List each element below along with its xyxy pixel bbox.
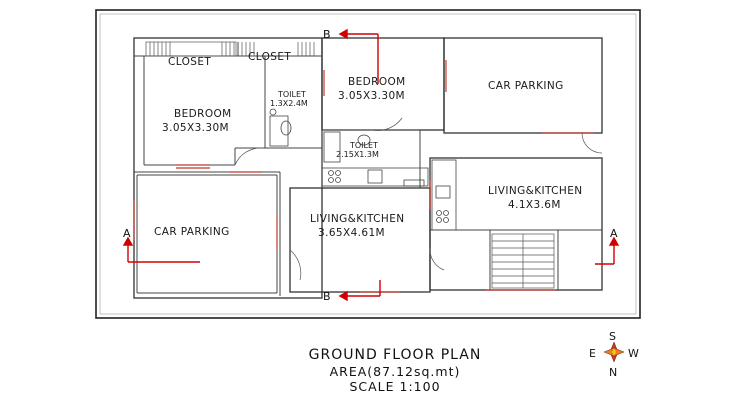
car-parking-right-label: CAR PARKING: [488, 80, 564, 92]
compass-s-letter: S: [609, 330, 616, 343]
section-a-right-letter: A: [610, 227, 618, 240]
toilet-fixtures: [269, 108, 371, 163]
compass-rose-icon: [603, 341, 625, 363]
car-parking-left-label: CAR PARKING: [154, 226, 230, 238]
plot-boundary-inner: [99, 13, 637, 315]
section-line-a: [122, 236, 620, 265]
compass-w-letter: W: [628, 347, 639, 360]
section-line-b: [338, 28, 381, 302]
compass-n-letter: N: [609, 366, 617, 379]
living-kitchen-center-label: LIVING&KITCHEN: [310, 213, 405, 225]
door-swings: [234, 117, 603, 281]
window-markers: [133, 60, 594, 293]
bedroom-left-label: BEDROOM: [174, 108, 232, 120]
compass-e-letter: E: [589, 347, 596, 360]
interior-walls: [134, 42, 602, 296]
living-kitchen-center-size: 3.65X4.61M: [318, 227, 385, 239]
toilet-top-label: TOILET: [277, 90, 306, 99]
closet-left-label: CLOSET: [168, 56, 211, 68]
stair-closet-right: [241, 42, 315, 56]
staircase-right: [491, 233, 555, 289]
section-b-top-letter: B: [323, 28, 331, 41]
plan-area: AREA(87.12sq.mt): [329, 364, 461, 379]
section-a-left-letter: A: [123, 227, 131, 240]
closet-right-label: CLOSET: [248, 51, 291, 63]
bedroom-top-label: BEDROOM: [348, 76, 406, 88]
kitchen-counter-center: [321, 167, 429, 187]
plan-scale: SCALE 1:100: [349, 379, 441, 394]
plan-title: GROUND FLOOR PLAN: [308, 347, 482, 363]
stair-closet-left: [145, 41, 237, 57]
kitchen-counter-right: [431, 159, 457, 231]
living-kitchen-right-size: 4.1X3.6M: [508, 199, 561, 211]
bedroom-left-size: 3.05X3.30M: [162, 122, 229, 134]
toilet-top-size: 1.3X2.4M: [270, 99, 308, 108]
toilet-mid-size: 2.15X1.3M: [336, 150, 379, 159]
toilet-mid-label: TOILET: [349, 141, 378, 150]
bedroom-top-size: 3.05X3.30M: [338, 90, 405, 102]
living-kitchen-right-label: LIVING&KITCHEN: [488, 185, 583, 197]
section-b-bottom-letter: B: [323, 290, 331, 303]
plot-boundary: [95, 9, 641, 319]
